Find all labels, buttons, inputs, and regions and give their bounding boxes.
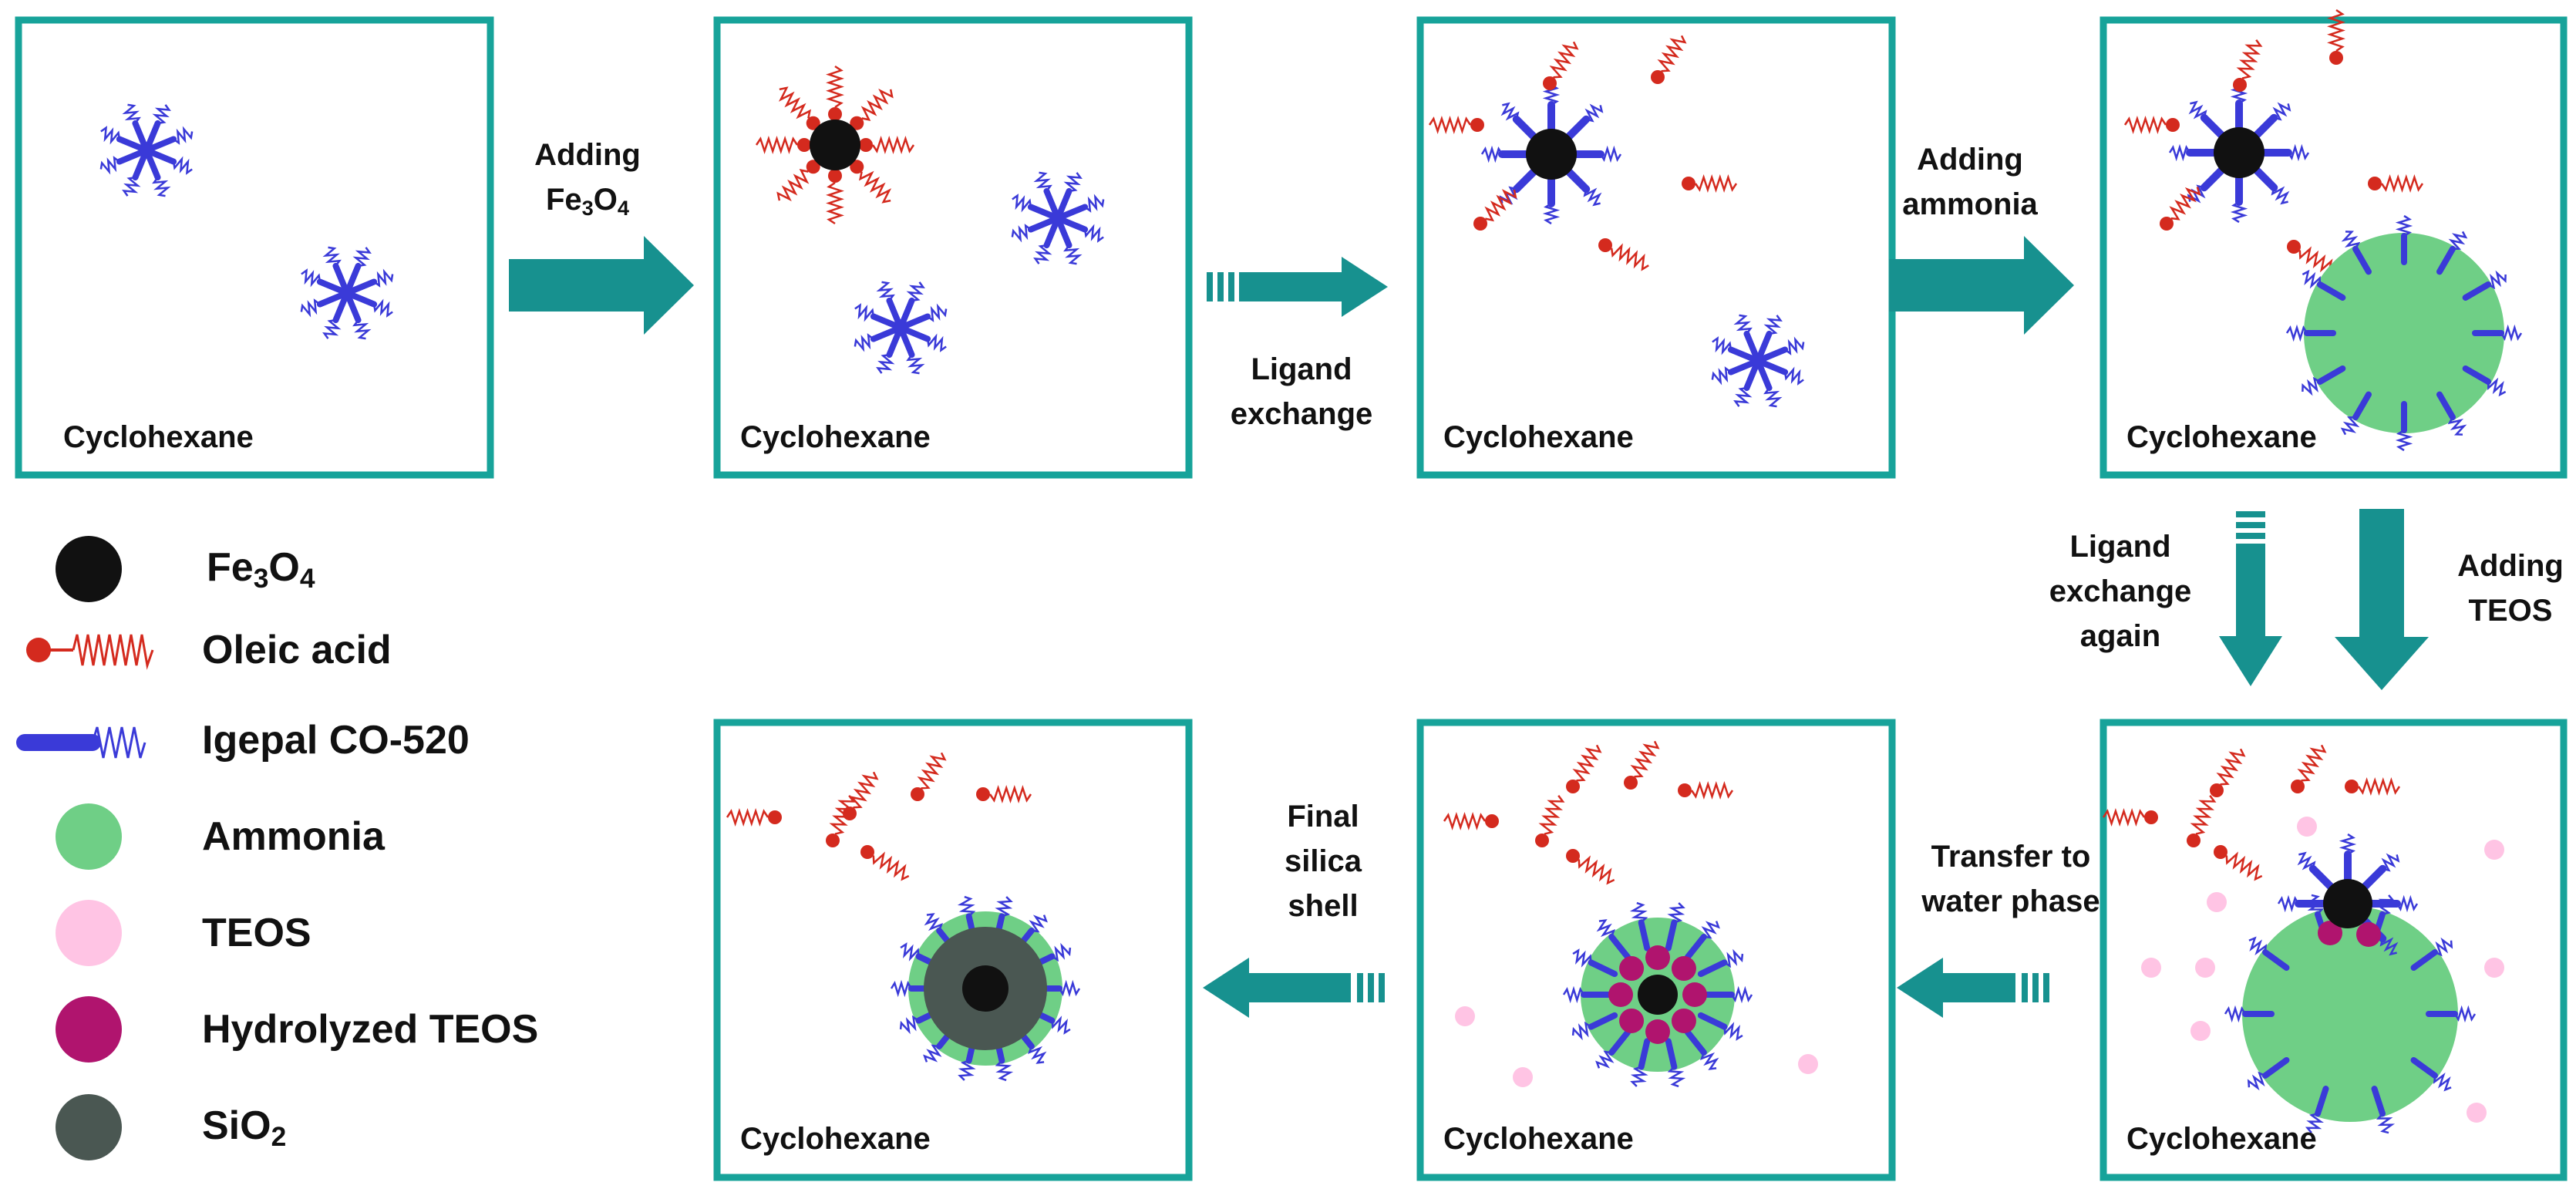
panel-7-label: Cyclohexane bbox=[740, 1122, 931, 1156]
free-oleic-acid bbox=[2102, 808, 2158, 827]
teos-droplet bbox=[2484, 958, 2504, 978]
fe3o4-particle bbox=[1638, 975, 1678, 1015]
legend-igepal-symbol bbox=[16, 726, 146, 759]
fe3o4-particle bbox=[962, 965, 1009, 1012]
arrow-adding-ammonia bbox=[1889, 236, 2074, 335]
hydrolyzed-teos bbox=[2318, 921, 2342, 945]
panel-4-label: Cyclohexane bbox=[2126, 420, 2317, 454]
free-oleic-acid bbox=[1535, 794, 1565, 847]
free-oleic-acid bbox=[1566, 744, 1602, 793]
step-adding-teos: Adding TEOS bbox=[2457, 549, 2564, 628]
arrow-ligand-exchange bbox=[1207, 257, 1388, 317]
free-oleic-acid bbox=[2214, 845, 2263, 881]
arrow-final-silica bbox=[1203, 958, 1385, 1018]
legend-sio2-symbol bbox=[56, 1094, 122, 1160]
legend-fe3o4-symbol bbox=[56, 536, 122, 602]
free-oleic-acid bbox=[860, 845, 910, 881]
panel-2 bbox=[713, 16, 1193, 479]
free-oleic-acid bbox=[1598, 238, 1649, 271]
igepal-micelle bbox=[99, 103, 194, 197]
free-oleic-acid bbox=[2291, 744, 2327, 793]
panel-6-label: Cyclohexane bbox=[1443, 1122, 1634, 1156]
panel-5-label: Cyclohexane bbox=[2126, 1122, 2317, 1156]
free-oleic-acid bbox=[726, 808, 782, 827]
free-oleic-acid bbox=[1443, 812, 1499, 830]
legend-igepal-label: Igepal CO-520 bbox=[202, 718, 470, 763]
panel-5 bbox=[2100, 719, 2568, 1181]
free-oleic-acid bbox=[2187, 794, 2217, 847]
fe3o4-particle bbox=[2323, 879, 2372, 928]
igepal-micelle bbox=[300, 246, 394, 340]
panel-1 bbox=[15, 16, 494, 479]
free-oleic-acid bbox=[2210, 748, 2246, 797]
fe3o4-igepal-complex bbox=[1480, 83, 1622, 225]
free-oleic-acid bbox=[1682, 174, 1738, 193]
free-oleic-acid bbox=[2160, 187, 2201, 231]
arrow-adding-teos bbox=[2335, 509, 2429, 690]
hydrolyzed-teos bbox=[2356, 922, 2381, 947]
teos-droplet bbox=[1455, 1006, 1475, 1026]
igepal-micelle bbox=[1011, 171, 1105, 265]
teos-droplet bbox=[2297, 817, 2317, 837]
legend-oleic-acid-symbol bbox=[26, 634, 154, 670]
step-ligand-exchange-again: Ligand exchange again bbox=[2049, 530, 2192, 653]
panel-2-label: Cyclohexane bbox=[740, 420, 931, 454]
arrow-adding-fe3o4 bbox=[509, 236, 694, 335]
step-ligand-exchange: Ligand exchange bbox=[1230, 352, 1373, 431]
free-oleic-acid bbox=[1624, 740, 1660, 790]
legend-hydrolyzed-teos-label: Hydrolyzed TEOS bbox=[202, 1007, 539, 1052]
step-transfer-water: Transfer to water phase bbox=[1921, 840, 2100, 918]
teos-droplet bbox=[2190, 1021, 2211, 1041]
free-oleic-acid bbox=[1428, 116, 1484, 134]
free-oleic-acid bbox=[976, 785, 1032, 803]
step-final-silica: Final silica shell bbox=[1284, 800, 1362, 923]
legend-oleic-acid-label: Oleic acid bbox=[202, 628, 392, 672]
free-oleic-acid bbox=[1651, 35, 1687, 84]
fe3o4-oleic-complex bbox=[755, 65, 915, 225]
ammonia-droplet bbox=[2285, 214, 2523, 452]
legend-fe3o4-label: Fe3O4 bbox=[207, 545, 315, 594]
fe3o4-particle bbox=[810, 120, 860, 170]
free-oleic-acid bbox=[1473, 189, 1517, 231]
free-oleic-acid bbox=[826, 794, 856, 847]
igepal-micelle bbox=[1711, 314, 1805, 408]
fe3o4-particle bbox=[1526, 129, 1577, 180]
free-oleic-acid bbox=[2123, 116, 2180, 134]
arrow-transfer-water bbox=[1897, 958, 2049, 1018]
free-oleic-acid bbox=[1678, 781, 1734, 800]
ammonia-droplet bbox=[2224, 894, 2477, 1134]
free-oleic-acid bbox=[1566, 849, 1615, 885]
teos-droplet bbox=[1513, 1067, 1533, 1087]
panel-3-label: Cyclohexane bbox=[1443, 420, 1634, 454]
step-adding-fe3o4: Adding Fe3O4 bbox=[534, 138, 641, 220]
legend-hydrolyzed-teos-symbol bbox=[56, 996, 122, 1063]
legend-ammonia-label: Ammonia bbox=[202, 814, 385, 859]
arrow-ligand-exchange-again bbox=[2219, 511, 2282, 686]
teos-droplet bbox=[2195, 958, 2215, 978]
teos-droplet bbox=[1798, 1054, 1818, 1074]
free-oleic-acid bbox=[2233, 39, 2263, 92]
fe3o4-particle bbox=[2214, 127, 2265, 178]
legend-teos-symbol bbox=[56, 900, 122, 966]
panel-3 bbox=[1416, 16, 1896, 479]
fe3o4-igepal-complex bbox=[2168, 82, 2310, 224]
teos-droplet bbox=[2467, 1103, 2487, 1123]
teos-droplet bbox=[2484, 840, 2504, 860]
panel-1-label: Cyclohexane bbox=[63, 420, 254, 454]
step-adding-ammonia: Adding ammonia bbox=[1902, 143, 2038, 221]
panel-7 bbox=[713, 719, 1193, 1181]
legend-ammonia-symbol bbox=[56, 803, 122, 870]
legend-sio2-label: SiO2 bbox=[202, 1103, 287, 1152]
teos-droplet bbox=[2141, 958, 2161, 978]
teos-droplet bbox=[2207, 892, 2227, 912]
free-oleic-acid bbox=[2368, 174, 2424, 193]
igepal-micelle bbox=[854, 281, 948, 375]
hydrolyzed-teos-ring bbox=[1608, 945, 1707, 1044]
free-oleic-acid bbox=[2327, 8, 2345, 65]
panel-6 bbox=[1416, 719, 1896, 1181]
free-oleic-acid bbox=[1543, 41, 1579, 90]
free-oleic-acid bbox=[911, 752, 947, 801]
legend-teos-label: TEOS bbox=[202, 911, 311, 955]
free-oleic-acid bbox=[2345, 777, 2401, 796]
